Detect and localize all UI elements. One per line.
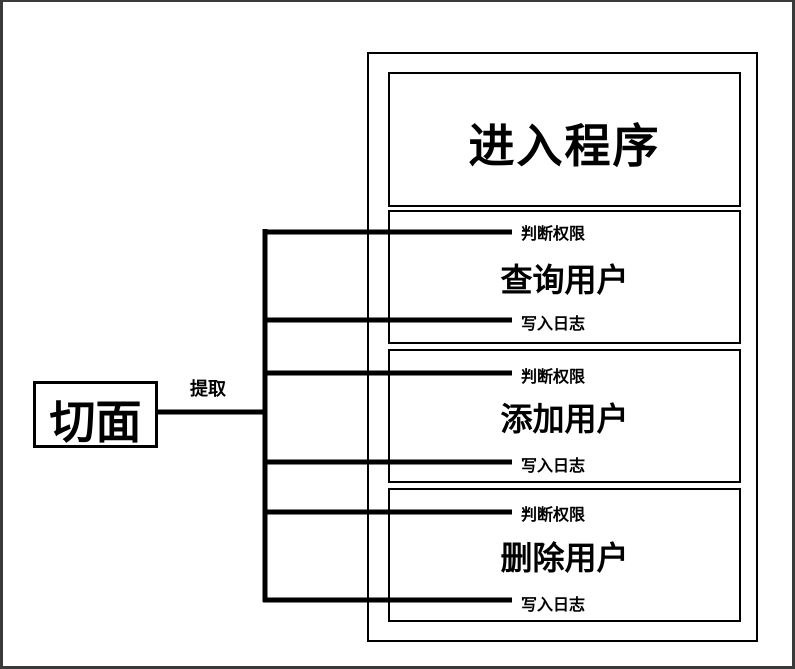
aspect-label: 切面 [49, 395, 142, 449]
entry-label: 进入程序 [468, 119, 661, 173]
extract-label: 提取 [190, 379, 226, 400]
method-label-add: 添加用户 [500, 400, 629, 438]
method-box-delete [388, 488, 741, 622]
method-label-delete: 删除用户 [500, 539, 629, 577]
method-label-query: 查询用户 [500, 261, 629, 299]
entry-box [388, 72, 741, 207]
method-box-add [388, 349, 741, 483]
after-advice-label-delete: 写入日志 [521, 595, 586, 614]
before-advice-label-delete: 判断权限 [521, 505, 586, 524]
before-advice-label-add: 判断权限 [521, 367, 586, 386]
after-advice-label-add: 写入日志 [521, 456, 586, 475]
after-advice-label-query: 写入日志 [521, 314, 586, 333]
method-box-query [388, 210, 741, 344]
program-container [367, 52, 758, 642]
aspect-box [33, 381, 158, 448]
before-advice-label-query: 判断权限 [521, 224, 586, 243]
